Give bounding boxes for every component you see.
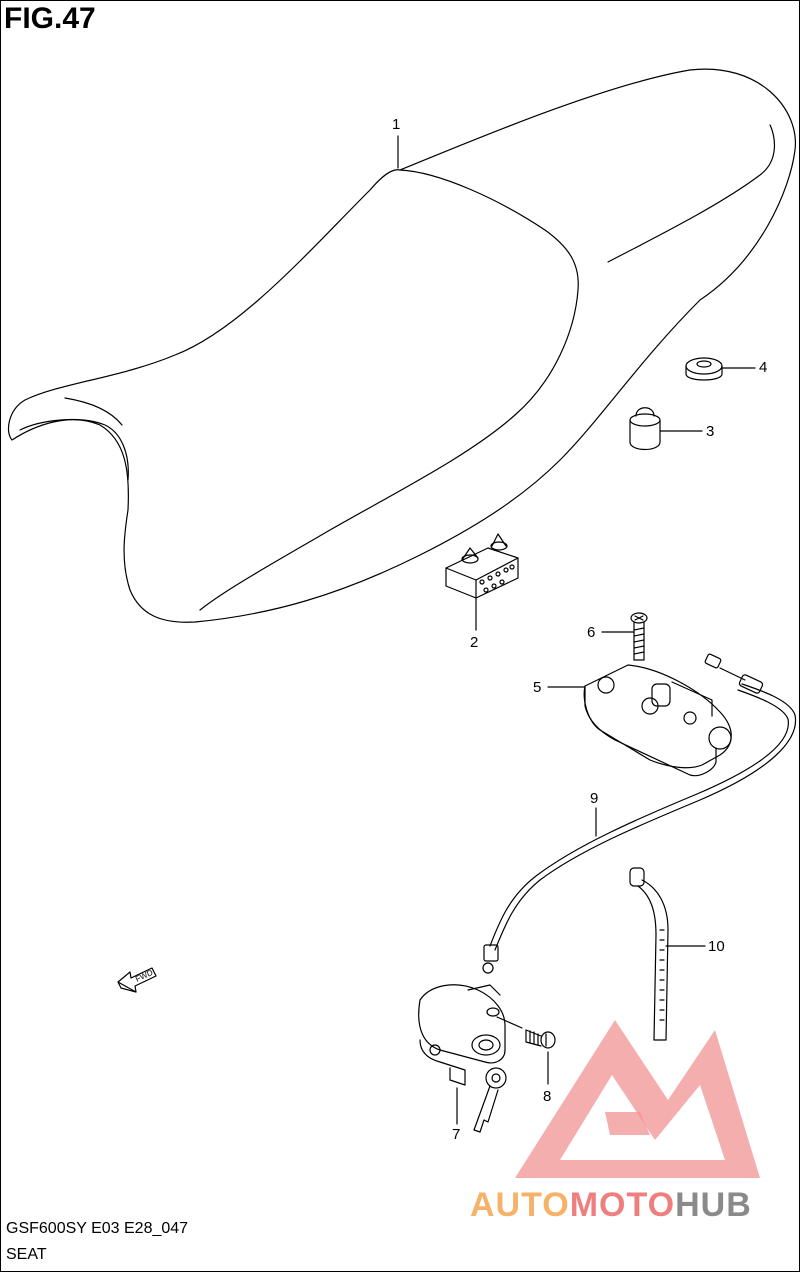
seat-lock-part[interactable]	[418, 984, 507, 1133]
watermark-auto: AUTO	[470, 1186, 570, 1224]
callout-2: 2	[470, 634, 479, 651]
model-code: GSF600SY E03 E28_047	[6, 1220, 189, 1237]
rubber-cushion-part[interactable]	[629, 407, 661, 451]
seat-part[interactable]	[7, 68, 796, 623]
grommet-part[interactable]	[685, 357, 723, 381]
callout-7: 7	[452, 1126, 461, 1143]
seat-lock-bracket-part[interactable]	[583, 664, 732, 777]
callout-8: 8	[543, 1088, 552, 1105]
cushion-block-part[interactable]	[445, 533, 519, 599]
callout-6: 6	[587, 624, 596, 641]
figure-title: FIG.47	[4, 2, 96, 35]
callout-3: 3	[706, 423, 715, 440]
leader-line-8b	[496, 1016, 523, 1029]
lock-screw-part[interactable]	[525, 1029, 556, 1049]
watermark-moto: MOTO	[569, 1186, 676, 1224]
watermark-hub: HUB	[675, 1186, 752, 1224]
watermark-text: AUTOMOTOHUB	[470, 1186, 752, 1225]
callout-10: 10	[708, 938, 725, 955]
watermark-logo	[515, 1020, 760, 1178]
callout-9: 9	[590, 790, 599, 807]
callout-4: 4	[759, 359, 768, 376]
callout-1: 1	[392, 116, 401, 133]
figure-name: SEAT	[6, 1246, 47, 1263]
seat-lock-cable-part[interactable]	[482, 653, 797, 974]
cable-clamp-part[interactable]	[629, 867, 669, 1041]
screw-part[interactable]	[630, 612, 648, 661]
forward-arrow-icon	[117, 967, 157, 993]
callout-5: 5	[533, 679, 542, 696]
